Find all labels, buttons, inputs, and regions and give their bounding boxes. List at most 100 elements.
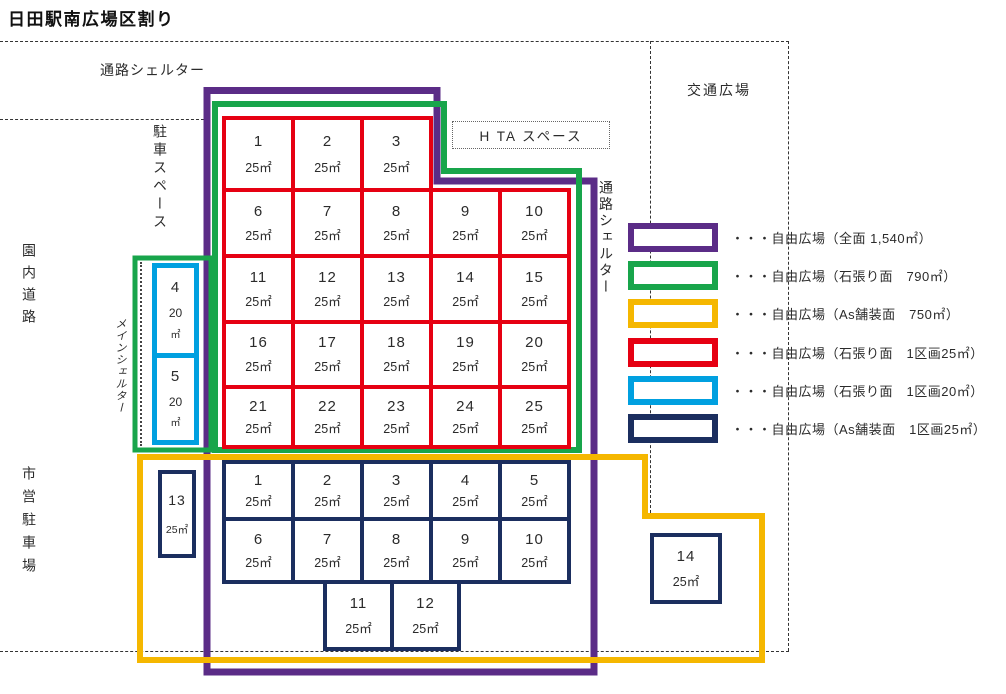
cell-number: 1 bbox=[253, 132, 264, 150]
label-main-shelter: メインシェルター bbox=[114, 318, 126, 414]
red-cell-19: 19 25㎡ bbox=[429, 320, 502, 389]
cell-area: 25㎡ bbox=[383, 295, 410, 309]
legend-label: ・・・自由広場（石張り面 1区画20㎡） bbox=[731, 384, 984, 399]
cell-area: 25㎡ bbox=[521, 495, 548, 509]
cell-area: 25㎡ bbox=[452, 422, 479, 436]
cell-number: 9 bbox=[460, 202, 471, 220]
cell-area: 25㎡ bbox=[314, 556, 341, 570]
cell-number: 18 bbox=[387, 334, 406, 352]
cell-number: 23 bbox=[387, 397, 406, 415]
legend-label: ・・・自由広場（石張り面 790㎡） bbox=[731, 269, 957, 284]
red-cell-23: 23 25㎡ bbox=[360, 385, 433, 449]
cell-area: 25㎡ bbox=[383, 360, 410, 375]
cell-area: 25㎡ bbox=[452, 556, 479, 570]
cell-area: 25㎡ bbox=[521, 556, 548, 570]
cell-area: 25㎡ bbox=[245, 556, 272, 570]
red-cell-2: 2 25㎡ bbox=[291, 116, 364, 192]
legend-swatch-light_blue bbox=[628, 376, 718, 405]
label-passage-shelter-right: 通路シェルター bbox=[598, 180, 614, 296]
legend-label: ・・・自由広場（As舗装面 1区画25㎡） bbox=[731, 422, 987, 437]
legend-label: ・・・自由広場（全面 1,540㎡） bbox=[731, 231, 933, 246]
cell-number: 14 bbox=[456, 268, 475, 286]
site-boundary-dashed-top bbox=[0, 41, 789, 42]
cell-area: 25㎡ bbox=[383, 229, 410, 243]
cell-number: 10 bbox=[525, 530, 544, 548]
hta-space-box: H TA スペース bbox=[452, 121, 610, 149]
navy-cell-6: 6 25㎡ bbox=[222, 517, 295, 584]
cell-number: 17 bbox=[318, 334, 337, 352]
label-park-road: 園内道路 bbox=[21, 243, 37, 331]
label-passage-shelter-top: 通路シェルター bbox=[100, 62, 205, 78]
cell-number: 6 bbox=[253, 530, 264, 548]
cell-area: 25㎡ bbox=[314, 495, 341, 509]
green-boundary-stone-paved bbox=[212, 101, 582, 453]
cell-area: 25㎡ bbox=[314, 161, 341, 175]
cell-area: 25㎡ bbox=[383, 556, 410, 570]
cell-number: 24 bbox=[456, 397, 475, 415]
cell-number: 11 bbox=[349, 594, 368, 612]
cell-number: 6 bbox=[253, 202, 264, 220]
cell-area: 25㎡ bbox=[383, 161, 410, 175]
cell-area: 25㎡ bbox=[383, 495, 410, 509]
legend-item-navy: ・・・自由広場（As舗装面 1区画25㎡） bbox=[628, 414, 986, 443]
cell-area-unit: ㎡ bbox=[170, 330, 181, 341]
cell-area: 25㎡ bbox=[521, 422, 548, 436]
cell-area: 25㎡ bbox=[245, 360, 272, 375]
cell-area: 25㎡ bbox=[245, 161, 272, 175]
cell-number: 2 bbox=[322, 132, 333, 150]
cell-number: 7 bbox=[322, 530, 333, 548]
legend-swatch-yellow bbox=[628, 299, 718, 328]
red-cell-16: 16 25㎡ bbox=[222, 320, 295, 389]
cell-area-value: 20 bbox=[168, 394, 183, 409]
legend-label: ・・・自由広場（石張り面 1区画25㎡） bbox=[731, 346, 984, 361]
label-traffic-plaza: 交通広場 bbox=[687, 82, 751, 98]
red-cell-8: 8 25㎡ bbox=[360, 188, 433, 258]
cell-area: 25㎡ bbox=[521, 360, 548, 375]
cell-area: 25㎡ bbox=[245, 495, 272, 509]
yellow-boundary-as-paved bbox=[137, 454, 765, 663]
cell-area: 25㎡ bbox=[452, 295, 479, 309]
navy-cell-9: 9 25㎡ bbox=[429, 517, 502, 584]
green-boundary-stone-paved-side bbox=[132, 255, 214, 453]
red-cell-18: 18 25㎡ bbox=[360, 320, 433, 389]
cell-number: 4 bbox=[170, 279, 181, 296]
cell-number: 2 bbox=[322, 471, 333, 489]
cell-area: 25㎡ bbox=[314, 422, 341, 436]
cell-area: 25㎡ bbox=[383, 422, 410, 436]
cell-number: 19 bbox=[456, 334, 475, 352]
legend-item-light_blue: ・・・自由広場（石張り面 1区画20㎡） bbox=[628, 376, 984, 405]
cell-number: 9 bbox=[460, 530, 471, 548]
main-shelter-dotted-line bbox=[140, 262, 142, 446]
cell-area: 25㎡ bbox=[452, 360, 479, 375]
cell-number: 20 bbox=[525, 334, 544, 352]
red-cell-20: 20 25㎡ bbox=[498, 320, 571, 389]
cell-area: 25㎡ bbox=[452, 495, 479, 509]
navy-cell-7: 7 25㎡ bbox=[291, 517, 364, 584]
cell-number: 16 bbox=[249, 334, 268, 352]
label-parking-space: 駐車スペース bbox=[152, 124, 168, 232]
cell-area: 25㎡ bbox=[245, 422, 272, 436]
cell-number: 4 bbox=[460, 471, 471, 489]
cell-area: 25㎡ bbox=[314, 229, 341, 243]
cell-number: 21 bbox=[249, 397, 268, 415]
navy-box-14: 14 25㎡ bbox=[650, 533, 722, 604]
red-cell-14: 14 25㎡ bbox=[429, 254, 502, 324]
cell-area: 25㎡ bbox=[672, 574, 700, 589]
cell-number: 11 bbox=[249, 268, 268, 286]
cell-number: 12 bbox=[318, 268, 337, 286]
cell-number: 8 bbox=[391, 202, 402, 220]
